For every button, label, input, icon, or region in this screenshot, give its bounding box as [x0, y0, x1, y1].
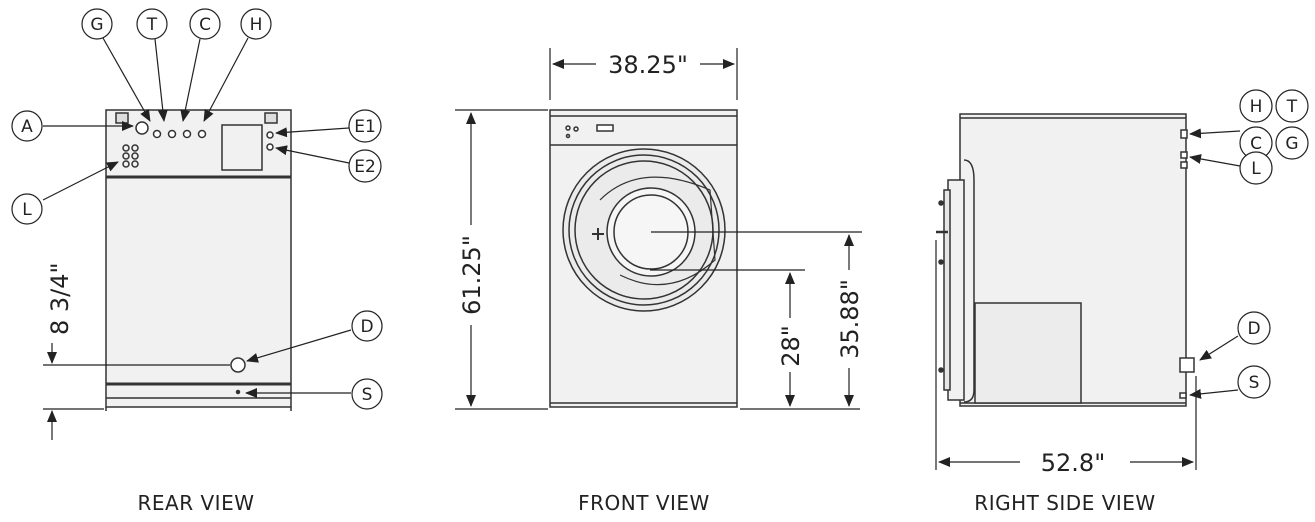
side-callouts: H T C G L D S: [1237, 89, 1309, 399]
connection-l-grid: [122, 144, 139, 168]
svg-text:E1: E1: [354, 117, 376, 137]
rear-view-leaders: [42, 37, 352, 398]
electrical-box: [221, 124, 263, 171]
svg-text:A: A: [21, 117, 33, 137]
side-drain: [1179, 357, 1195, 373]
callout-s: S: [351, 378, 383, 410]
svg-text:C: C: [1250, 134, 1262, 154]
svg-text:S: S: [1249, 373, 1260, 393]
callout-e2: E2: [348, 149, 382, 183]
svg-text:T: T: [1286, 97, 1298, 117]
callout-l: L: [11, 193, 43, 225]
svg-text:L: L: [1251, 159, 1261, 179]
side-callout-s: S: [1237, 365, 1271, 399]
front-height-label: 61.25": [458, 235, 486, 315]
svg-text:T: T: [146, 15, 158, 35]
door-low-label: 28": [777, 325, 805, 367]
drain-d: [230, 357, 246, 373]
svg-text:H: H: [1250, 97, 1263, 117]
callout-d: D: [351, 310, 383, 342]
connection-a: [135, 121, 149, 135]
side-callout-h: H: [1239, 89, 1273, 123]
side-callout-d: D: [1237, 311, 1271, 345]
side-depth-label: 52.8": [1041, 449, 1105, 477]
callout-g: G: [81, 8, 113, 40]
front-view-caption: FRONT VIEW: [578, 491, 710, 515]
svg-text:E2: E2: [354, 157, 376, 177]
svg-text:G: G: [1285, 134, 1298, 154]
rear-cabinet: [105, 109, 292, 408]
front-dimensions: [455, 48, 862, 410]
callout-e1: E1: [348, 109, 382, 143]
callout-a: A: [11, 110, 43, 142]
svg-text:H: H: [250, 15, 263, 35]
svg-text:S: S: [362, 385, 373, 405]
svg-text:D: D: [360, 317, 373, 337]
rear-view-caption: REAR VIEW: [138, 491, 255, 515]
rear-callouts: G T C H A E1 E2 L: [11, 8, 383, 410]
side-depth-dimension: [935, 240, 1197, 470]
side-view-caption: RIGHT SIDE VIEW: [974, 491, 1155, 515]
front-view: [549, 109, 738, 408]
rear-drain-height-dimension: [43, 343, 230, 440]
rear-view: [105, 109, 292, 411]
callout-c: C: [189, 8, 221, 40]
svg-text:D: D: [1247, 319, 1260, 339]
side-view-leaders: [1189, 128, 1241, 399]
callout-t: T: [136, 8, 168, 40]
front-width-label: 38.25": [608, 51, 688, 79]
side-callout-l: L: [1239, 151, 1273, 185]
rear-drain-height-label: 8 3/4": [46, 262, 74, 335]
side-callout-t: T: [1275, 89, 1309, 123]
callout-h: H: [240, 8, 272, 40]
svg-text:C: C: [199, 15, 211, 35]
side-view: [936, 113, 1195, 407]
svg-text:L: L: [22, 200, 32, 220]
door-center-label: 35.88": [836, 279, 864, 359]
side-callout-g: G: [1275, 126, 1309, 160]
svg-text:G: G: [90, 15, 103, 35]
